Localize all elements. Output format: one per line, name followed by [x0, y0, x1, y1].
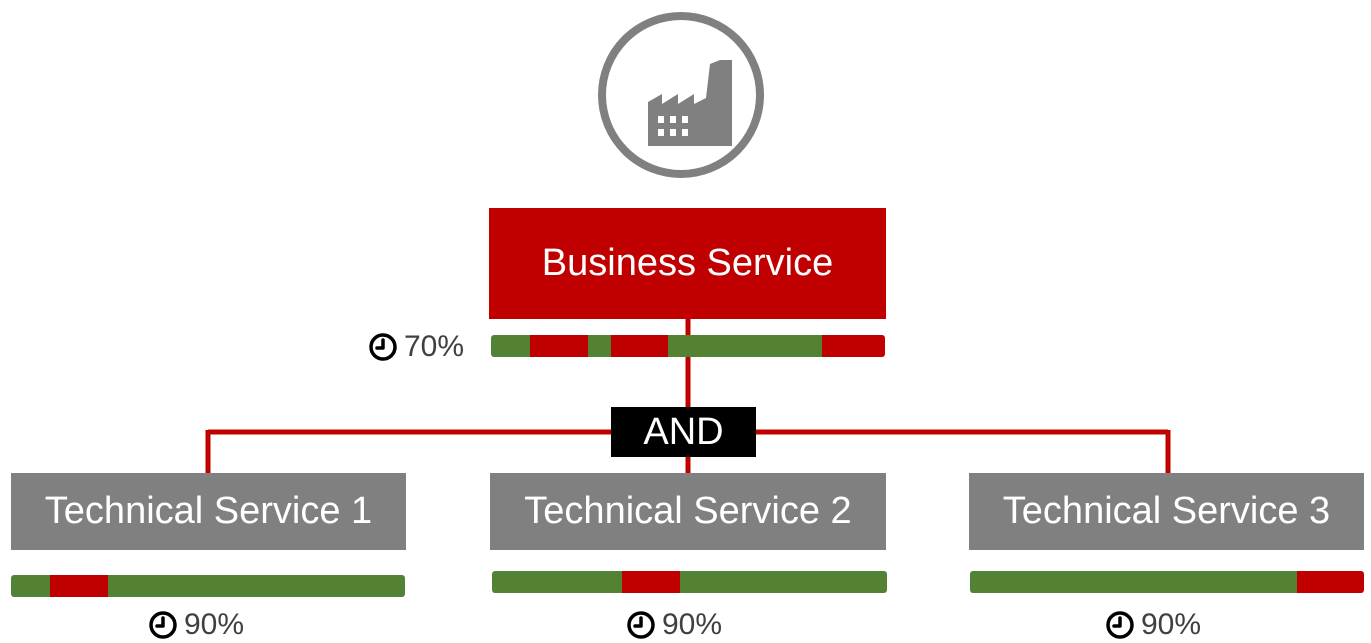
clock-icon [149, 611, 177, 639]
timeline-segment-down [611, 335, 669, 357]
timeline-segment-ok [668, 335, 822, 357]
technical-service-1-label: Technical Service 1 [44, 490, 373, 532]
technical-service-2-availability-value: 90% [662, 608, 723, 641]
business-availability-timeline [491, 335, 885, 357]
technical-service-3-availability: 90% [1105, 608, 1201, 642]
technical-service-2-availability: 90% [626, 608, 722, 642]
timeline-segment-down [530, 335, 588, 357]
business-service-label: Business Service [541, 242, 834, 284]
timeline-segment-ok [107, 575, 405, 597]
technical-service-3-timeline [970, 571, 1364, 593]
business-availability: 70% [368, 330, 464, 364]
timeline-segment-ok [679, 571, 887, 593]
technical-service-2-label: Technical Service 2 [524, 490, 852, 532]
technical-service-2-timeline [492, 571, 887, 593]
clock-icon [369, 333, 397, 361]
technical-service-1-box[interactable]: Technical Service 1 [11, 473, 406, 550]
technical-service-1-timeline [11, 575, 405, 597]
clock-icon [1106, 611, 1134, 639]
technical-service-3-availability-value: 90% [1141, 608, 1202, 641]
technical-service-2-box[interactable]: Technical Service 2 [490, 473, 886, 550]
timeline-segment-ok [587, 335, 612, 357]
technical-service-1-availability: 90% [148, 608, 244, 642]
timeline-segment-down [50, 575, 108, 597]
timeline-segment-down [622, 571, 680, 593]
and-operator-label: AND [643, 410, 724, 453]
business-availability-value: 70% [404, 330, 465, 363]
and-operator[interactable]: AND [611, 407, 756, 457]
technical-service-3-label: Technical Service 3 [1002, 490, 1331, 532]
business-service-box[interactable]: Business Service [489, 208, 886, 319]
timeline-segment-ok [492, 571, 623, 593]
timeline-segment-down [1297, 571, 1364, 593]
technical-service-3-box[interactable]: Technical Service 3 [969, 473, 1364, 550]
factory-icon [648, 60, 732, 146]
business-service-icon-circle[interactable] [598, 12, 764, 178]
clock-icon [627, 611, 655, 639]
technical-service-1-availability-value: 90% [184, 608, 245, 641]
timeline-segment-down [821, 335, 885, 357]
timeline-segment-ok [970, 571, 1298, 593]
timeline-segment-ok [11, 575, 51, 597]
timeline-segment-ok [491, 335, 531, 357]
